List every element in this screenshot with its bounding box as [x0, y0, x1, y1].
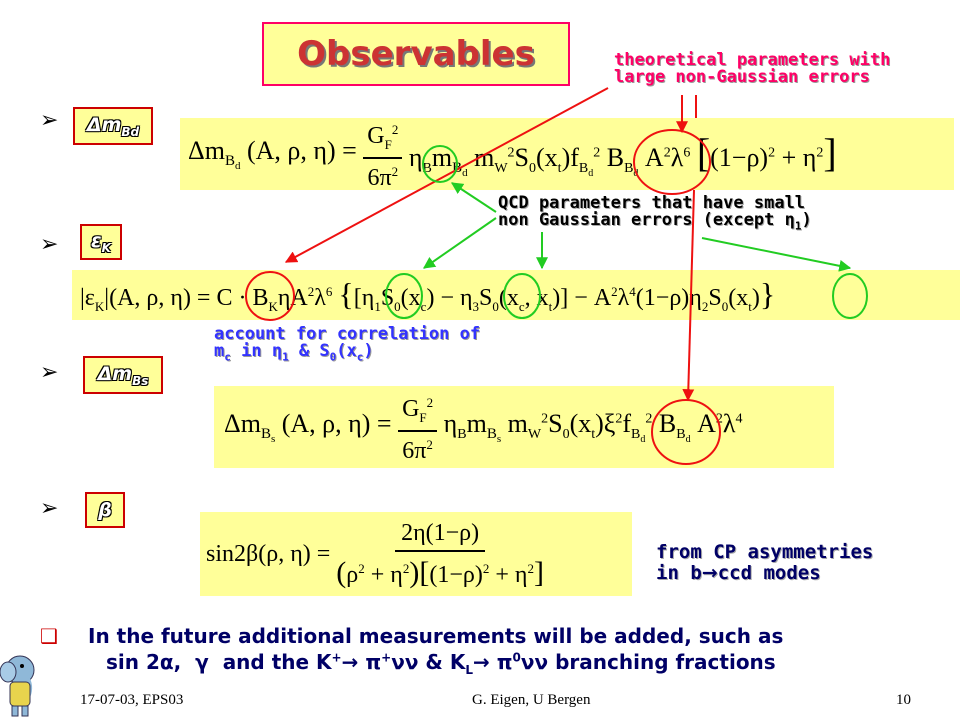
circle-eta1 [385, 273, 423, 319]
bottom-line-1: In the future additional measurements wi… [88, 624, 784, 648]
circle-etab [422, 145, 458, 183]
elephant-mascot-icon [0, 655, 35, 717]
circle-eta2 [832, 273, 868, 319]
cp-note-line-2: in b→ccd modes [656, 562, 821, 584]
qcd-note: QCD parameters that have small non Gauss… [498, 195, 812, 234]
correlation-note: account for correlation of mc in η1 & S0… [214, 326, 480, 365]
footer-author: G. Eigen, U Bergen [472, 692, 591, 708]
formula-dm-bs: ΔmBs (A, ρ, η) = GF2 6π2 ηBmBs mW2S0(xt)… [214, 386, 834, 468]
correlation-note-line-2: mc in η1 & S0(xc) [214, 341, 374, 364]
slide-title: Observables [297, 34, 535, 74]
qcd-note-line-1: QCD parameters that have small [498, 193, 806, 213]
theoretical-note-line-1: theoretical parameters with [614, 50, 891, 70]
title-box: Observables [262, 22, 570, 86]
green-arrow-to-eta2 [701, 237, 852, 272]
theoretical-note: theoretical parameters with large non-Ga… [614, 52, 890, 86]
observable-dm-bd: ΔmBd [73, 107, 153, 145]
green-arrow-to-etab [450, 182, 497, 213]
qcd-note-line-2: non Gaussian errors (except η1) [498, 210, 812, 233]
cp-note: from CP asymmetries in b→ccd modes [656, 542, 873, 584]
circle-eta3 [503, 273, 541, 319]
red-arrow-to-fbd-bs [682, 189, 695, 402]
bullet-arrow-1: ➢ [40, 108, 59, 133]
circle-bk [245, 271, 295, 321]
bottom-line-2: sin 2α, γ and the K+→ π+νν & KL→ π0νν br… [106, 650, 776, 677]
observable-dm-bs: ΔmBs [83, 356, 163, 394]
bullet-arrow-2: ➢ [40, 232, 59, 257]
bullet-arrow-4: ➢ [40, 496, 59, 521]
circle-fbd-bs [651, 399, 721, 465]
bullet-arrow-3: ➢ [40, 360, 59, 385]
observable-beta: β [85, 492, 125, 528]
cp-note-line-1: from CP asymmetries [656, 541, 874, 563]
formula-beta: sin2β(ρ, η) = 2η(1−ρ) (ρ2 + η2)[(1−ρ)2 +… [200, 512, 632, 596]
formula-dm-bd: ΔmBd (A, ρ, η) = GF2 6π2 ηBmBd mW2S0(xt)… [180, 118, 954, 190]
theoretical-note-line-2: large non-Gaussian errors [614, 67, 870, 87]
bottom-bullet: ❑ [40, 624, 58, 648]
footer-page-number: 10 [896, 692, 911, 708]
footer-date: 17-07-03, EPS03 [80, 692, 184, 708]
green-arrow-to-eta1 [423, 217, 497, 269]
red-arrow-to-bk [284, 87, 609, 263]
circle-fbd-bbd [633, 129, 711, 195]
correlation-note-line-1: account for correlation of [214, 324, 481, 344]
observable-eps-k: εK [80, 224, 122, 260]
